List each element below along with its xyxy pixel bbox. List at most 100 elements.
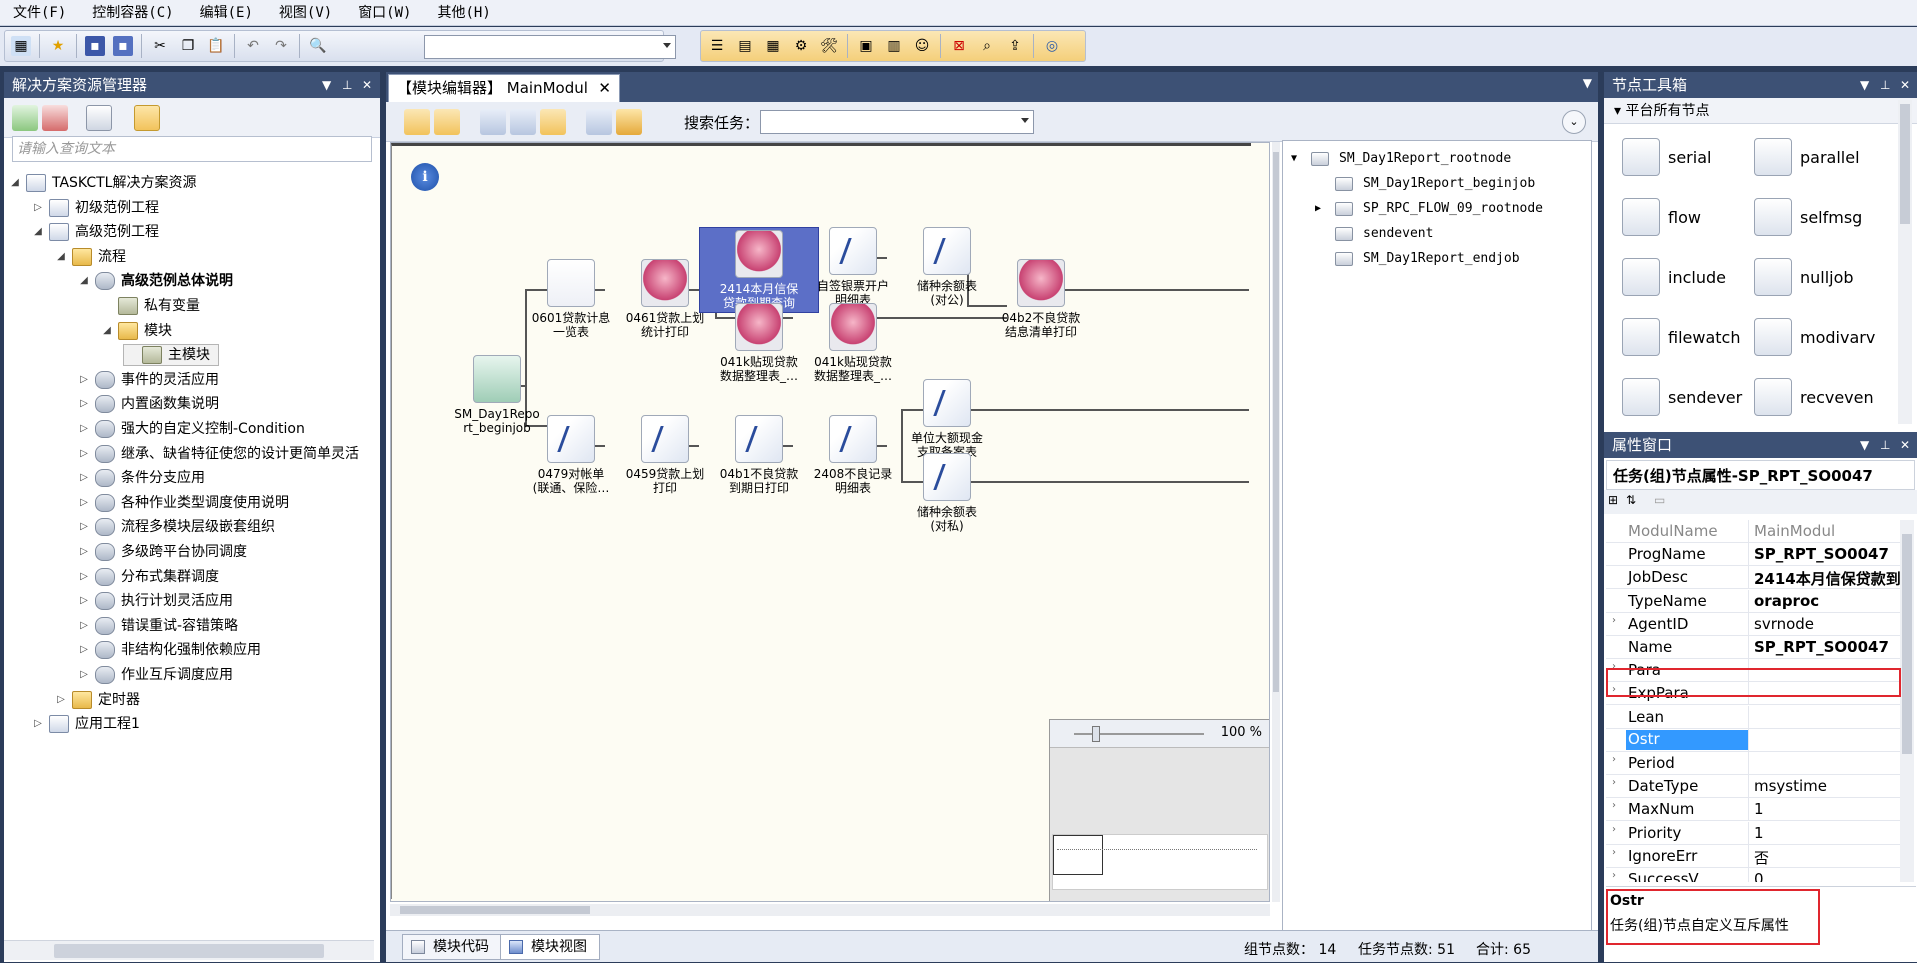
property-value[interactable]: oraproc	[1754, 591, 1820, 610]
expand-arrow-icon[interactable]: ›	[1612, 800, 1616, 812]
tools-icon[interactable]: 🛠	[820, 38, 838, 54]
tree-node[interactable]: 主模块	[123, 344, 219, 367]
menu-other[interactable]: 其他(H)	[437, 4, 491, 21]
save-icon[interactable]: ▪	[85, 36, 105, 56]
property-row[interactable]: Ostr	[1606, 728, 1902, 752]
tree-node[interactable]: ▷强大的自定义控制-Condition	[77, 418, 305, 440]
tree-node[interactable]: ◢流程	[54, 246, 126, 268]
star-icon[interactable]: ★	[51, 38, 65, 54]
info-icon[interactable]: i	[411, 163, 439, 191]
flow-node[interactable]: 0461贷款上划 统计打印	[605, 259, 725, 339]
tab-module-code[interactable]: 模块代码	[402, 934, 502, 960]
dropdown-icon[interactable]: ▼	[322, 78, 332, 92]
menu-container[interactable]: 控制容器(C)	[92, 4, 174, 21]
expand-arrow-icon[interactable]: ▷	[80, 570, 88, 582]
vertical-scrollbar[interactable]	[1900, 520, 1914, 882]
expand-arrow-icon[interactable]: ›	[1612, 754, 1616, 765]
property-value[interactable]: 1	[1754, 823, 1764, 842]
collapse-arrow-icon[interactable]: ◢	[103, 324, 111, 336]
tab-menu-icon[interactable]: ▼	[1582, 76, 1592, 90]
pin-icon[interactable]: ⊥	[342, 78, 353, 92]
toolbox-item-include[interactable]: include	[1622, 258, 1726, 296]
expand-arrow-icon[interactable]: ›	[1612, 614, 1616, 626]
add-node-icon[interactable]	[12, 105, 38, 131]
sort-alpha-icon[interactable]: ⇅	[1626, 493, 1637, 507]
toolbox-item-selfmsg[interactable]: selfmsg	[1754, 198, 1862, 236]
find-icon[interactable]: 🔍	[309, 38, 327, 54]
tree-node[interactable]: ◢高级范例总体说明	[77, 270, 233, 292]
expand-arrow-icon[interactable]: ▷	[80, 644, 88, 656]
view-icon[interactable]	[404, 109, 430, 135]
outline-node[interactable]: ▼SM_Day1Report_rootnode	[1291, 151, 1511, 166]
expand-arrow-icon[interactable]: ›	[1612, 684, 1616, 696]
redo-icon[interactable]: ↷	[275, 38, 287, 54]
tree-node[interactable]: ▷执行计划灵活应用	[77, 590, 233, 612]
new-icon[interactable]: ▦	[11, 36, 31, 56]
expand-arrow-icon[interactable]: ▷	[80, 546, 88, 557]
expand-arrow-icon[interactable]: ▷	[80, 595, 88, 607]
tree-node[interactable]: ▷流程多模块层级嵌套组织	[77, 516, 275, 538]
flow-node[interactable]: 单位大额现金 支取备案表	[887, 379, 1007, 459]
toolbox-item-flow[interactable]: flow	[1622, 198, 1701, 236]
expand-arrow-icon[interactable]: ›	[1612, 823, 1616, 835]
expand-arrow-icon[interactable]: ▷	[80, 447, 88, 459]
tree-node[interactable]: ◢TASKCTL解决方案资源	[8, 172, 196, 194]
tree-node[interactable]: ▷错误重试-容错策略	[77, 615, 238, 637]
zoom-slider[interactable]	[1092, 726, 1100, 742]
chart-icon[interactable]: ▥	[887, 38, 901, 54]
property-value[interactable]: 2414本月信保贷款到	[1754, 570, 1900, 589]
property-row[interactable]: ›Period	[1606, 752, 1902, 775]
scrollbar-thumb[interactable]	[54, 944, 324, 958]
close-icon[interactable]: ✕	[362, 78, 373, 92]
tree-node[interactable]: ▷初级范例工程	[31, 197, 159, 219]
table-view-icon[interactable]: ▦	[766, 38, 780, 54]
tree-node[interactable]: 私有变量	[100, 295, 200, 317]
flow-node[interactable]: 041k贴现贷款 数据整理表_…	[699, 303, 819, 383]
outline-node[interactable]: SM_Day1Report_endjob	[1315, 251, 1520, 266]
toolbox-item-modivarv[interactable]: modivarv	[1754, 318, 1875, 356]
expand-arrow-icon[interactable]: ▶	[1315, 203, 1322, 214]
toolbox-item-nulljob[interactable]: nulljob	[1754, 258, 1854, 296]
property-value[interactable]: 0	[1754, 870, 1764, 882]
vertical-scrollbar[interactable]	[1898, 100, 1912, 424]
dropdown-icon[interactable]: ▼	[1860, 438, 1870, 452]
flow-node[interactable]: 04b1不良贷款 到期日打印	[699, 415, 819, 495]
property-value[interactable]: 否	[1754, 848, 1770, 867]
scrollbar-thumb[interactable]	[1900, 104, 1910, 224]
flow-node[interactable]: 041k贴现贷款 数据整理表_…	[793, 303, 913, 383]
search-task-combo[interactable]	[760, 110, 1034, 134]
collapse-icon[interactable]: ⌄	[1562, 110, 1586, 134]
flow-node[interactable]: SM_Day1Repo rt_beginjob	[437, 355, 557, 435]
align-icon[interactable]	[480, 109, 506, 135]
menu-window[interactable]: 窗口(W)	[358, 4, 412, 21]
user-icon[interactable]: ☺	[914, 38, 930, 54]
expand-arrow-icon[interactable]: ▷	[80, 373, 88, 385]
collapse-arrow-icon[interactable]: ◢	[11, 177, 19, 188]
grid-icon[interactable]	[586, 109, 612, 135]
tree-node[interactable]: ▷继承、缺省特征使您的设计更简单灵活	[77, 443, 359, 465]
outline-node[interactable]: sendevent	[1315, 226, 1433, 241]
tree-node[interactable]: ◢高级范例工程	[31, 221, 159, 243]
collapse-arrow-icon[interactable]: ◢	[80, 275, 88, 287]
stop-icon[interactable]: ⊠	[953, 38, 965, 54]
expand-arrow-icon[interactable]: ▷	[80, 619, 88, 631]
toolbox-item-recveven[interactable]: recveven	[1754, 378, 1874, 416]
explorer-search-input[interactable]: 请输入查询文本	[12, 136, 372, 162]
property-value[interactable]: SP_RPT_SO0047	[1754, 545, 1889, 564]
property-value[interactable]: SP_RPT_SO0047	[1754, 638, 1889, 656]
outline-node[interactable]: ▶SP_RPC_FLOW_09_rootnode	[1315, 201, 1543, 216]
horizontal-scrollbar[interactable]	[4, 940, 374, 960]
monitor-icon[interactable]: ▣	[859, 38, 873, 54]
scrollbar-thumb[interactable]	[1902, 534, 1912, 754]
cut-icon[interactable]: ✂	[154, 38, 166, 54]
outline-node[interactable]: SM_Day1Report_beginjob	[1315, 176, 1535, 191]
property-row[interactable]: Lean	[1606, 705, 1902, 729]
minimap[interactable]	[1052, 834, 1268, 890]
tab-module-editor[interactable]: 【模块编辑器】 MainModul ✕	[388, 74, 620, 102]
tree-node[interactable]: ▷多级跨平台协同调度	[77, 541, 247, 563]
tree-node[interactable]: ◢模块	[100, 320, 172, 342]
